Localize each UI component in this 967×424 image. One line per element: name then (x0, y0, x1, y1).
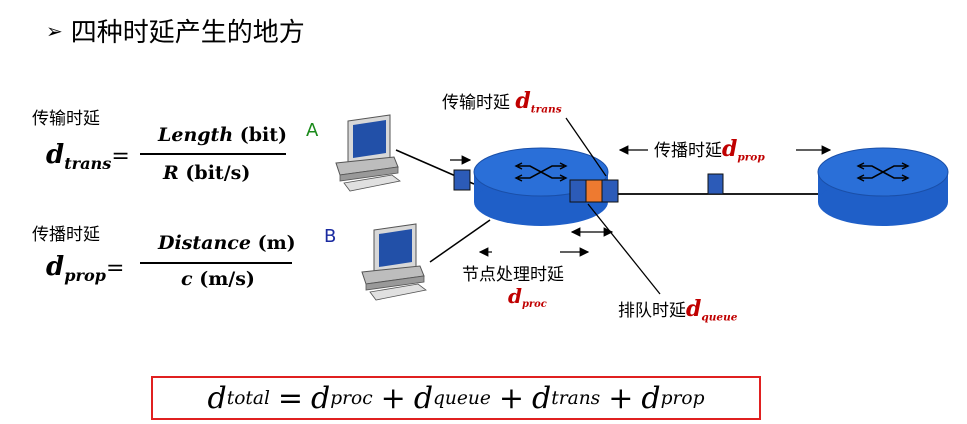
incoming-packet (453, 169, 471, 191)
annotation-queue: 排队时延dqueue (618, 296, 738, 324)
prop-fraction-line (140, 262, 292, 264)
bullet-arrow-icon: ➢ (46, 18, 63, 43)
link-b-router (429, 219, 491, 263)
router-2-icon (817, 147, 949, 226)
slide-title-text: 四种时延产生的地方 (70, 18, 305, 48)
computer-a-icon (335, 114, 401, 192)
computer-b-icon (361, 223, 427, 301)
queue-packets (569, 179, 619, 203)
trans-pointer-line (565, 117, 607, 177)
trans-fraction-line (140, 153, 286, 155)
trans-delay-label: 传输时延 (32, 109, 100, 129)
prop-numerator: Distance (m) (158, 232, 296, 254)
prop-delay-symbol: dprop= (46, 252, 125, 286)
annotation-proc-symbol: dproc (508, 284, 547, 311)
annotation-prop: 传播时延dprop (654, 136, 765, 164)
annotation-proc-text: 节点处理时延 (462, 265, 564, 285)
slide-title: ➢ 四种时延产生的地方 (46, 12, 305, 49)
trans-denominator: R (bit/s) (163, 162, 251, 184)
transit-packet (707, 173, 724, 195)
annotation-trans: 传输时延 dtrans (442, 88, 562, 116)
prop-denominator: c (m/s) (181, 268, 255, 290)
trans-numerator: Length (bit) (158, 124, 288, 146)
trans-delay-symbol: dtrans= (46, 140, 130, 174)
host-b-label: B (324, 226, 337, 247)
host-a-label: A (306, 120, 319, 141)
queue-pointer-line (587, 203, 661, 295)
prop-delay-label: 传播时延 (32, 225, 100, 245)
